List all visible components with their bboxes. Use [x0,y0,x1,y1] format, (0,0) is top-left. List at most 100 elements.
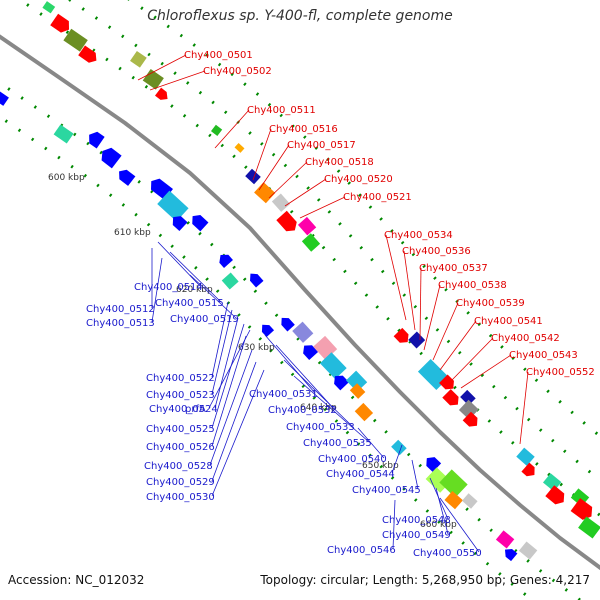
reverse-gene-label: Chy400_0525 [146,424,215,435]
gene-feature [297,216,317,236]
gene-arrow-forward [462,411,478,427]
gene-arrow-reverse [172,216,188,232]
reverse-gene-leader [211,309,233,395]
gene-feature [495,530,515,549]
forward-gene-leader [258,144,290,191]
gene-box [297,216,317,236]
reverse-gene-leader [209,349,253,466]
forward-gene-leader [268,161,308,199]
gene-arrow-forward [545,485,565,505]
gene-feature [570,498,593,520]
gene-box [245,168,261,185]
gene-box [354,402,374,422]
gene-arrow-forward [439,374,454,390]
gene-feature [78,45,97,63]
gene-feature [349,383,366,399]
forward-gene-label: Chy400_0517 [287,140,356,151]
ruler-label: 640 kbp [300,403,337,413]
forward-gene-label: Chy400_0501 [184,50,253,61]
gene-feature [301,233,321,252]
forward-gene-leader [385,234,407,321]
reverse-gene-label: Chy400_0529 [146,477,215,488]
gene-box [254,182,276,204]
gene-arrow-reverse [334,375,349,391]
forward-gene-label: Chy400_0534 [384,230,453,241]
gene-box [578,516,600,539]
forward-gene-leader [451,337,494,381]
gene-arrow-reverse [303,345,319,361]
reverse-gene-leader [189,274,237,319]
forward-gene-leader [299,196,346,219]
gene-feature [518,541,538,560]
gene-arrow-forward [50,13,70,33]
gene-feature [119,169,136,186]
gene-feature [50,13,70,33]
gene-feature [142,68,164,90]
reverse-gene-label: Chy400_0512 [86,304,155,315]
gene-feature [101,147,122,169]
gene-feature [245,168,261,185]
gene-feature [276,210,297,232]
gene-box [439,469,468,498]
gene-feature [426,457,442,473]
reverse-gene-label: Chy400_0523 [146,390,215,401]
gene-box [495,530,515,549]
gene-arrow-forward [570,498,593,520]
gene-feature [439,469,468,498]
gene-arrow-reverse [250,273,264,288]
gene-feature [63,28,88,52]
gene-arrow-reverse [119,169,136,186]
forward-gene-leader [519,371,529,445]
reverse-gene-label: Chy400_0535 [303,438,372,449]
reverse-gene-leader [211,361,257,482]
forward-gene-label: Chy400_0539 [456,298,525,309]
gene-box [130,50,147,68]
forward-gene-label: Chy400_0518 [305,157,374,168]
forward-gene-label: Chy400_0516 [269,124,338,135]
gene-feature [542,473,562,492]
reverse-gene-label: Chy400_0526 [146,442,215,453]
genome-summary-text: Topology: circular; Length: 5,268,950 bp… [260,573,590,587]
gene-feature [154,87,168,100]
gene-feature [157,190,189,222]
reverse-gene-label: Chy400_0522 [146,373,215,384]
gene-feature [281,317,295,332]
gene-arrow-forward [276,210,297,232]
gene-feature [130,50,147,68]
reverse-gene-leader [151,257,163,323]
gene-feature [254,182,276,204]
gene-box [349,383,366,399]
reverse-gene-leader [214,317,239,409]
gene-feature [461,493,478,509]
forward-gene-label: Chy400_0511 [247,105,316,116]
gene-feature [442,389,459,406]
reverse-gene-leader [439,497,480,553]
gene-box [301,233,321,252]
reverse-gene-label: Chy400_0540 [318,454,387,465]
gene-arrow-reverse [0,91,9,106]
gene-feature [462,411,478,427]
gene-feature [250,273,264,288]
gene-feature [439,374,454,390]
ruler-label: 660 kbp [420,520,457,530]
gene-feature [354,402,374,422]
forward-gene-label: Chy400_0537 [419,263,488,274]
forward-gene-label: Chy400_0543 [509,350,578,361]
forward-gene-leader [439,320,477,371]
gene-feature [334,375,349,391]
forward-gene-leader [284,178,327,207]
reverse-gene-leader [391,444,403,474]
gene-box [542,473,562,492]
reverse-gene-leader [293,375,370,443]
forward-gene-label: Chy400_0536 [402,246,471,257]
gene-feature [578,516,600,539]
forward-gene-leader [423,284,441,351]
gene-box [210,124,223,137]
gene-box [271,193,291,212]
tick-track-3 [17,0,600,518]
gene-box [157,190,189,222]
gene-feature [408,331,426,349]
reverse-gene-leader [411,459,419,490]
gene-feature [271,193,291,212]
reverse-gene-label: Chy400_0530 [146,492,215,503]
